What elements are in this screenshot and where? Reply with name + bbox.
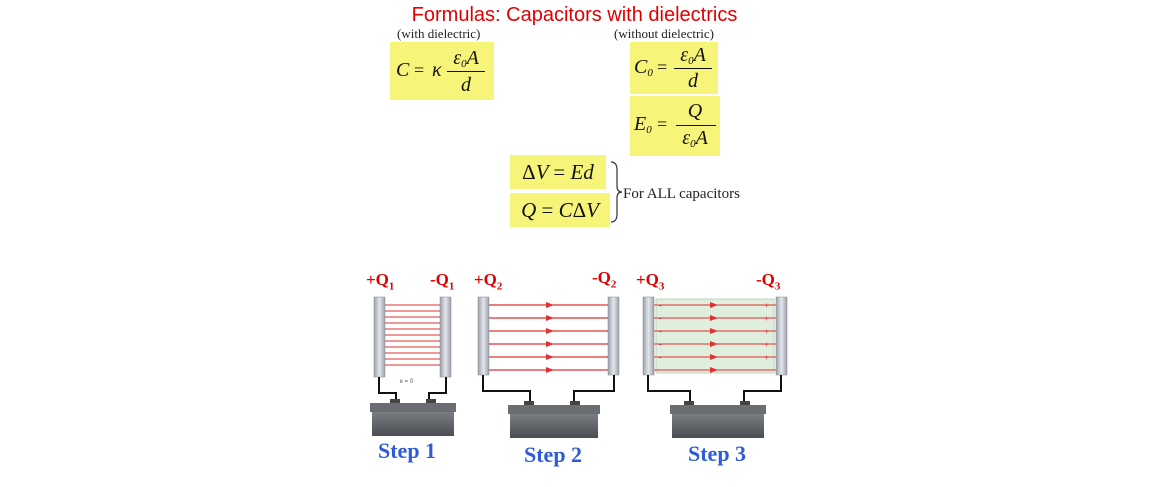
step3-label: Step 3 xyxy=(688,441,747,466)
capacitance-vacuum-formula: C0 = ε0A d xyxy=(630,42,718,94)
delta-v-formula: ΔV = Ed xyxy=(510,155,606,189)
svg-text:-: - xyxy=(659,340,662,349)
charge-formula: Q = CΔV xyxy=(510,193,610,227)
step3-capacitor: + + + + + - - - - - xyxy=(642,296,788,438)
svg-text:-: - xyxy=(659,353,662,362)
for-all-label: For ALL capacitors xyxy=(623,186,740,202)
field-vacuum-formula: E0 = Q ε0A xyxy=(630,96,720,156)
svg-text:+: + xyxy=(764,301,769,310)
brace-icon xyxy=(610,161,623,223)
svg-text:-: - xyxy=(659,301,662,310)
step2-positive-charge: +Q2 xyxy=(474,270,503,293)
with-dielectric-label: (with dielectric) xyxy=(397,26,481,41)
step2-negative-charge: -Q2 xyxy=(592,268,617,291)
svg-text:-: - xyxy=(659,314,662,323)
step2-label: Step 2 xyxy=(524,442,583,467)
svg-text:+: + xyxy=(764,314,769,323)
step1-label: Step 1 xyxy=(378,438,437,463)
step3-positive-charge: +Q3 xyxy=(636,270,665,293)
svg-text:+: + xyxy=(764,340,769,349)
svg-text:+: + xyxy=(764,327,769,336)
step1-positive-charge: +Q1 xyxy=(366,270,395,293)
kappa-label: κ = 0 xyxy=(400,379,414,385)
capacitor-diagrams: κ = 0 xyxy=(370,296,788,438)
without-dielectric-label: (without dielectric) xyxy=(614,26,714,41)
svg-text:+: + xyxy=(764,353,769,362)
slide-title: Formulas: Capacitors with dielectrics xyxy=(411,4,738,26)
step2-capacitor xyxy=(477,296,620,438)
step1-capacitor: κ = 0 xyxy=(370,296,456,436)
step3-negative-charge: -Q3 xyxy=(756,270,781,293)
step1-negative-charge: -Q1 xyxy=(430,270,455,293)
capacitance-dielectric-formula: C = κ ε0A d xyxy=(390,42,494,100)
svg-text:-: - xyxy=(659,327,662,336)
